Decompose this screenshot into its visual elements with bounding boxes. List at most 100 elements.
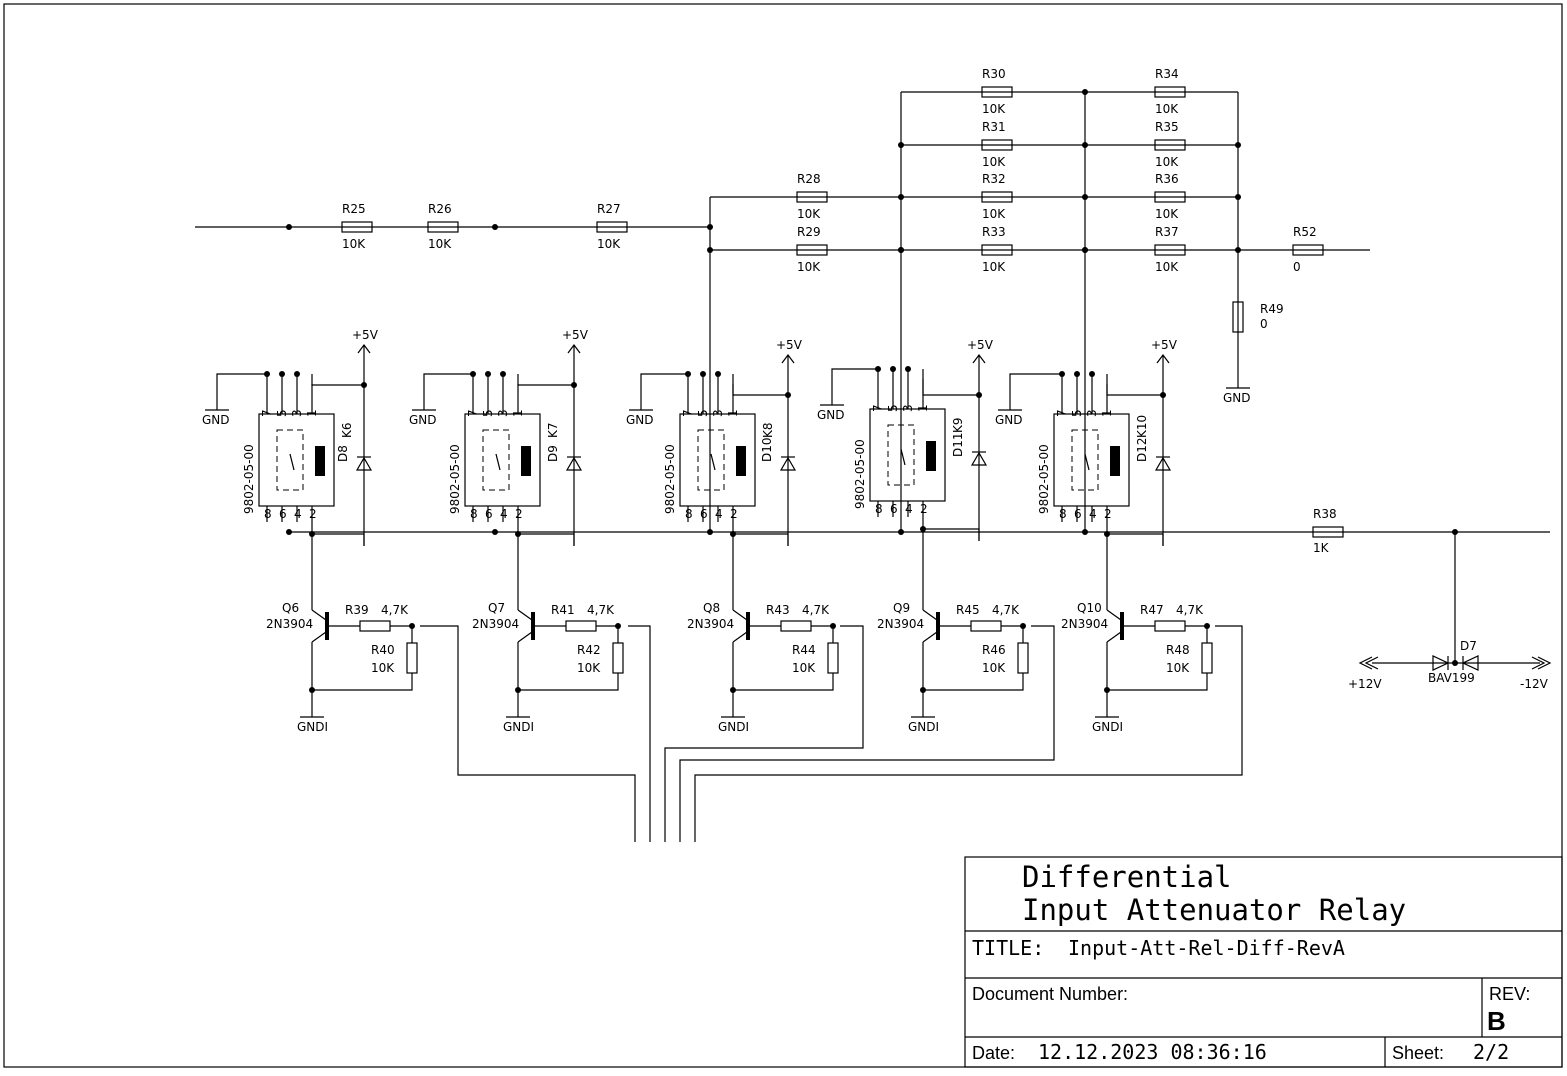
pin-label: 4 [715,507,723,521]
junction [492,529,498,535]
contact-box [1071,429,1099,491]
junction [1074,371,1080,377]
ground-symbol: GND [995,409,1023,427]
transistor-base [531,612,535,640]
resistor-value: 4,7K [381,603,409,617]
relay-ref: K10 [1135,415,1149,438]
resistor-ref: R35 [1155,120,1179,134]
contact-box [697,429,725,491]
transistor-type: 2N3904 [472,617,519,631]
diode-ref: D12 [1135,437,1149,462]
junction [1204,623,1210,629]
junction [470,371,476,377]
relay-part: 9802-05-00 [853,439,867,509]
pin-label: 4 [500,507,508,521]
junction [1160,392,1166,398]
pin-label: 5 [481,409,495,417]
resistor-ref: R48 [1166,643,1190,657]
wiring [195,91,1550,842]
pin-label: 5 [696,409,710,417]
junction [1452,529,1458,535]
heading-line1: Differential [1022,860,1232,894]
junction [898,247,904,253]
sheet-value: 2/2 [1473,1040,1509,1064]
ground-symbol: GNDI [503,716,534,734]
resistor-value: 10K [797,260,821,274]
junction [707,529,713,535]
pin-label: 6 [700,507,708,521]
junction [700,371,706,377]
resistor-value: 10K [982,260,1006,274]
relay-part: 9802-05-00 [242,444,256,514]
pin-label: 8 [264,507,272,521]
pin-label: 6 [279,507,287,521]
pin-label: 5 [886,404,900,412]
pin-label: 7 [1055,409,1069,417]
title-label: TITLE: [972,936,1044,960]
ground-label: GND [626,413,654,427]
ground-label: GND [409,413,437,427]
contact-box [887,424,915,486]
resistor-ref: R45 [956,603,980,617]
resistor-r25: R25 10K [341,202,373,251]
ground-label: GNDI [503,720,534,734]
docnum-label: Document Number: [972,984,1128,1004]
resistor-value: 10K [1155,155,1179,169]
sheet-label: Sheet: [1392,1043,1444,1063]
title-value: Input-Att-Rel-Diff-RevA [1068,936,1345,960]
transistor-type: 2N3904 [687,617,734,631]
junction [264,371,270,377]
resistor-value: 0 [1260,317,1268,331]
junction [1082,194,1088,200]
pin-label: 1 [1100,409,1114,417]
resistor-r45 [970,620,1002,632]
resistor-value: 10K [577,661,601,675]
resistor-ref: R25 [342,202,366,216]
supply-neg: -12V [1520,656,1552,691]
pin-label: 2 [309,507,317,521]
junction [279,371,285,377]
resistor-ref: R41 [551,603,575,617]
junction [485,371,491,377]
diode-d8: D8 [336,445,373,471]
resistor-ref: R40 [371,643,395,657]
resistor-r35: R35 10K [1154,120,1186,169]
diode-d11: D11 [951,432,988,466]
ground-label: GND [202,413,230,427]
junction [1082,89,1088,95]
junction [1089,371,1095,377]
transistor-base [1120,612,1124,640]
pin-label: 7 [871,404,885,412]
transistor-base [936,612,940,640]
resistor-ref: R31 [982,120,1006,134]
contact-box [482,429,510,491]
resistor-value: 10K [342,237,366,251]
junction [685,371,691,377]
resistor-ref: R42 [577,643,601,657]
sheet-frame [3,3,1563,1068]
pin-label: 8 [685,507,693,521]
transistor-ref: Q9 [893,601,910,615]
pin-label: 6 [1074,507,1082,521]
junction [898,142,904,148]
heading-line2: Input Attenuator Relay [1022,893,1406,927]
junction [286,224,292,230]
ground-label: GND [817,408,845,422]
pin-label: 6 [890,502,898,516]
resistor-r48 [1201,642,1213,674]
pin-label: 3 [290,409,304,417]
diode-d10: D10 [760,437,797,471]
pin-label: 7 [681,409,695,417]
junction [1452,660,1458,666]
ground-symbol: GND [202,409,230,427]
junction [730,687,736,693]
